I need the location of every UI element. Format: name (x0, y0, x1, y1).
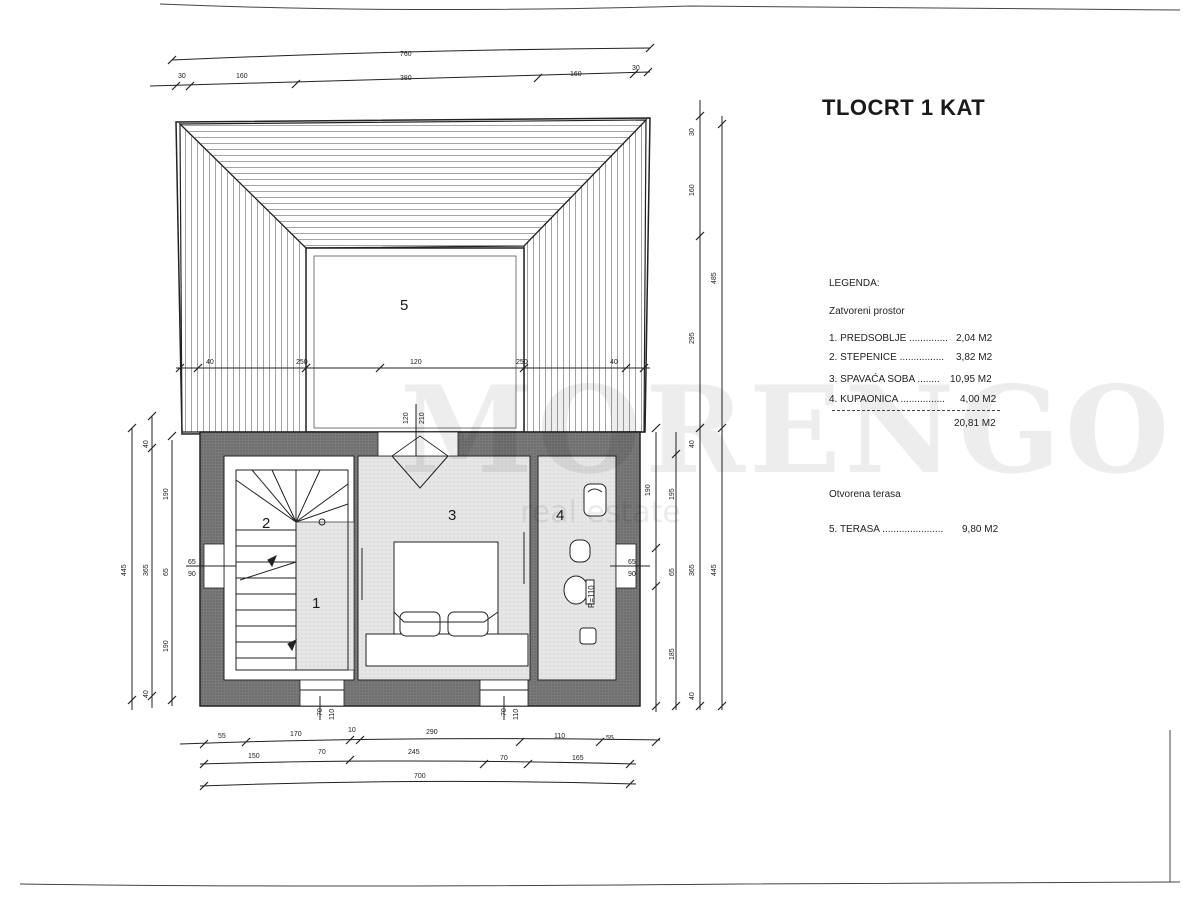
bathroom-fixtures (563, 483, 607, 645)
dim-left: 65 (163, 568, 170, 576)
dim-right-window: 90 (628, 571, 636, 578)
dim-bottom: 70 (500, 755, 508, 762)
legend-heading: LEGENDA: (829, 278, 880, 289)
page-title: TLOCRT 1 KAT (822, 95, 986, 120)
room-number-5: 5 (400, 297, 408, 314)
dim-left-window: 90 (188, 571, 196, 578)
dim-right: 65 (669, 568, 676, 576)
dim-top-total: 760 (400, 51, 412, 58)
dim-right: 485 (711, 272, 718, 284)
watermark-logo: MORENGO (400, 360, 1174, 501)
dimension-labels: 760 30 160 380 160 30 40 250 120 250 40 … (121, 51, 718, 780)
dimension-ticks (127, 43, 727, 791)
legend-item-label: 1. PREDSOBLJE .............. (829, 333, 948, 344)
dim-top: 160 (570, 71, 582, 78)
dim-bottom: 170 (290, 731, 302, 738)
legend-divider (832, 410, 1000, 411)
dim-door: 210 (419, 412, 426, 424)
dim-right: 295 (689, 332, 696, 344)
dim-terrace: 40 (206, 359, 214, 366)
dim-bottom: 165 (572, 755, 584, 762)
dim-bottom-window: 70 (501, 708, 508, 716)
dim-right: 190 (645, 484, 652, 496)
dim-right: 365 (689, 564, 696, 576)
dim-bottom: 55 (606, 735, 614, 742)
dim-top: 160 (236, 73, 248, 80)
dim-door: 120 (403, 412, 410, 424)
dim-top: 380 (400, 75, 412, 82)
dim-right: 160 (689, 184, 696, 196)
dim-right-window: 65 (628, 559, 636, 566)
dim-left: 190 (163, 488, 170, 500)
staircase (235, 469, 349, 671)
dim-right: 445 (711, 564, 718, 576)
dim-left: 365 (143, 564, 150, 576)
legend-item-value: 2,04 M2 (956, 333, 993, 344)
dim-left: 40 (143, 690, 150, 698)
dim-left: 445 (121, 564, 128, 576)
legend-item-label: 4. KUPAONICA ................ (829, 394, 945, 405)
watermark-sub: real estate (520, 495, 681, 530)
bed (365, 541, 529, 667)
dim-right: 30 (689, 128, 696, 136)
dim-bottom-window: 70 (317, 708, 324, 716)
dim-bottom: 110 (554, 733, 565, 740)
dimension-lines (131, 47, 723, 787)
dim-top: 30 (632, 65, 640, 72)
dim-terrace: 250 (296, 359, 308, 366)
dim-bottom: 55 (218, 733, 226, 740)
terrace (305, 247, 525, 433)
dim-terrace: 120 (410, 359, 422, 366)
dim-bottom: 150 (248, 753, 260, 760)
dim-left: 190 (163, 640, 170, 652)
dim-bottom-window: 110 (329, 709, 336, 720)
legend-item-value: 10,95 M2 (950, 374, 992, 385)
dim-bottom-total: 700 (414, 773, 426, 780)
room-number-4: 4 (556, 507, 564, 524)
dim-bottom: 10 (348, 727, 356, 734)
legend-open-heading: Otvorena terasa (829, 489, 901, 500)
dim-right: 40 (689, 692, 696, 700)
legend-item-label: 5. TERASA ...................... (829, 524, 944, 535)
dim-terrace: 40 (610, 359, 618, 366)
dim-terrace: 250 (516, 359, 528, 366)
dim-bottom: 290 (426, 729, 438, 736)
legend-item-value: 3,82 M2 (956, 352, 993, 363)
dim-right: 40 (689, 440, 696, 448)
legend-closed-heading: Zatvoreni prostor (829, 306, 905, 317)
dim-left-window: 65 (188, 559, 196, 566)
room-number-3: 3 (448, 507, 456, 524)
room-number-1: 1 (312, 595, 320, 612)
dim-right: 185 (669, 648, 676, 660)
dim-left: 40 (143, 440, 150, 448)
legend-item-value: 9,80 M2 (962, 524, 999, 535)
legend-item-value: 4,00 M2 (960, 394, 997, 405)
bath-label: P=110 (587, 585, 596, 608)
room-number-2: 2 (262, 515, 270, 532)
dim-bottom: 245 (408, 749, 420, 756)
legend-item-label: 2. STEPENICE ................ (829, 352, 945, 363)
room-numbers: 5 2 1 3 4 P=110 (262, 297, 596, 612)
legend-total: 20,81 M2 (954, 418, 996, 429)
dim-right: 195 (669, 488, 676, 500)
dim-top: 30 (178, 73, 186, 80)
sheet-edges (19, 3, 1181, 887)
legend-item-label: 3. SPAVAĆA SOBA ........ (829, 374, 940, 385)
dim-bottom: 70 (318, 749, 326, 756)
dim-bottom-window: 110 (513, 709, 520, 720)
